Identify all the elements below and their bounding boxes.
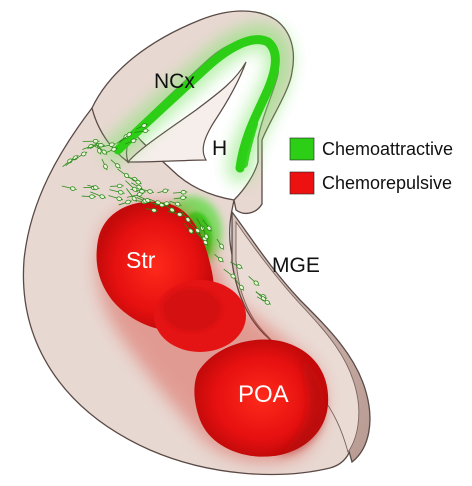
migrating-neurons-cluster bbox=[61, 123, 271, 305]
neuron-soma bbox=[123, 173, 130, 179]
neuron-soma bbox=[230, 273, 236, 279]
neuron-soma bbox=[180, 195, 186, 200]
neuron-soma bbox=[142, 128, 149, 133]
neuron-soma bbox=[176, 212, 183, 217]
neuron-soma bbox=[264, 300, 270, 305]
neuron-soma bbox=[99, 194, 105, 199]
neuron-soma bbox=[132, 186, 138, 192]
neuron-soma bbox=[92, 139, 99, 144]
neuron-soma bbox=[96, 148, 102, 154]
neuron-soma bbox=[204, 233, 209, 240]
neuron-soma bbox=[101, 149, 107, 155]
neuron-soma bbox=[135, 179, 141, 185]
neuron-soma bbox=[180, 190, 187, 195]
neuron-soma bbox=[130, 138, 137, 144]
neuron-soma bbox=[115, 163, 121, 169]
label-h: H bbox=[212, 137, 227, 160]
poa-shadow bbox=[276, 356, 325, 456]
neuron-soma bbox=[89, 194, 95, 199]
cortex-green-band bbox=[113, 35, 280, 173]
neuron-soma bbox=[162, 188, 169, 194]
neuron-soma bbox=[139, 189, 145, 194]
legend-swatch-chemorepulsive bbox=[289, 171, 315, 195]
label-str: Str bbox=[126, 247, 156, 273]
chemorepulsive-zones bbox=[96, 201, 329, 463]
neuron-soma bbox=[151, 208, 157, 213]
legend-label-chemoattractive: Chemoattractive bbox=[322, 139, 453, 159]
neuron-soma bbox=[109, 142, 115, 147]
ventricle-line bbox=[126, 61, 247, 163]
neuron-soma bbox=[116, 183, 123, 189]
neuron-soma bbox=[141, 123, 147, 128]
neuron-soma bbox=[126, 132, 132, 137]
neuron-soma bbox=[92, 185, 99, 190]
neuron-soma bbox=[238, 284, 244, 291]
legend-label-chemorepulsive: Chemorepulsive bbox=[322, 173, 452, 193]
neuron-soma bbox=[116, 196, 122, 201]
neuron-soma bbox=[98, 143, 104, 148]
neuron-soma bbox=[117, 190, 124, 195]
neuron-soma bbox=[103, 163, 108, 170]
legend-swatch-chemoattractive bbox=[289, 137, 315, 161]
neuron-soma bbox=[219, 243, 225, 249]
neuron-soma bbox=[169, 207, 175, 213]
neuron-soma bbox=[185, 217, 191, 223]
neuron-soma bbox=[125, 199, 131, 205]
neuron-soma bbox=[206, 225, 212, 231]
label-ncx: NCx bbox=[154, 70, 195, 93]
neuron-soma bbox=[72, 155, 78, 161]
neuron-soma bbox=[69, 186, 76, 191]
label-mge: MGE bbox=[272, 254, 320, 277]
neuron-soma bbox=[81, 151, 87, 157]
hippocampus-green bbox=[240, 120, 258, 168]
neuron-soma bbox=[188, 228, 194, 234]
neuron-soma bbox=[147, 189, 153, 194]
mge-red-inner bbox=[162, 288, 222, 332]
neuron-soma bbox=[253, 280, 259, 286]
neuron-soma bbox=[136, 192, 143, 197]
neuron-soma bbox=[111, 147, 117, 152]
neuron-soma bbox=[236, 264, 242, 269]
label-poa: POA bbox=[238, 381, 289, 408]
neuron-soma bbox=[67, 158, 73, 164]
legend: Chemoattractive Chemorepulsive bbox=[289, 137, 453, 195]
neuron-soma bbox=[131, 195, 137, 202]
neuron-soma bbox=[203, 239, 209, 245]
poa-red bbox=[194, 339, 329, 457]
neuron-soma bbox=[174, 201, 181, 207]
neuron-soma bbox=[218, 257, 224, 263]
neuron-soma bbox=[136, 184, 142, 190]
neuron-soma bbox=[195, 228, 201, 234]
